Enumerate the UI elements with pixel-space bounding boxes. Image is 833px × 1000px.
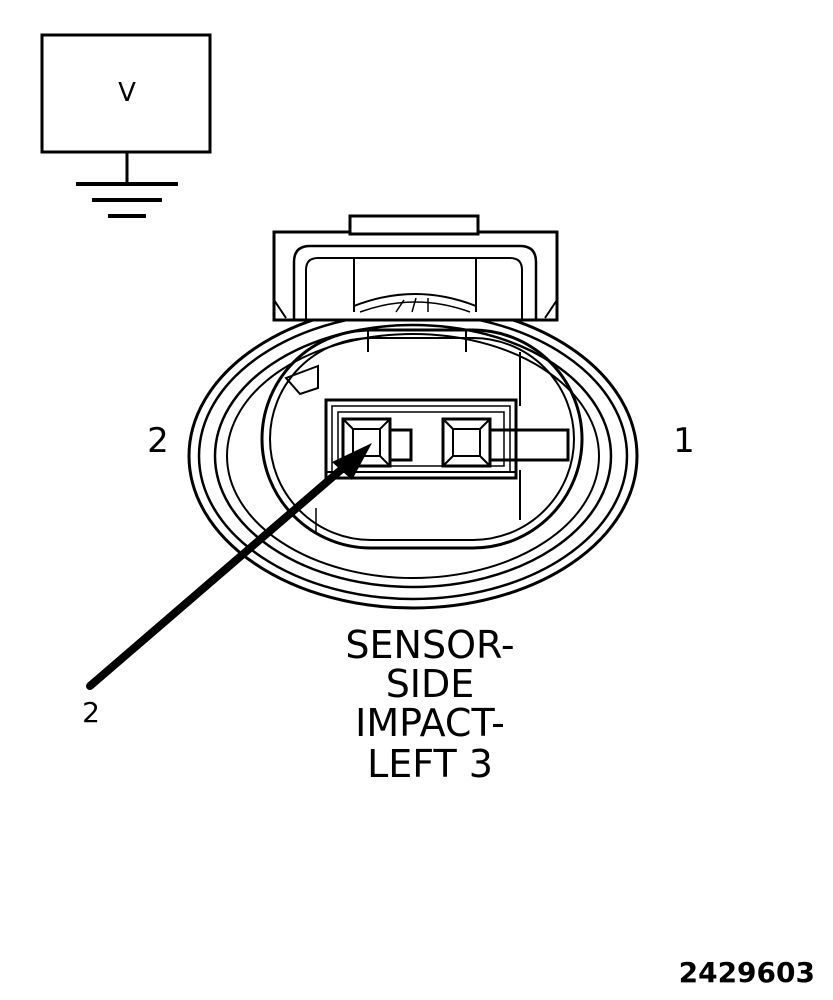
connector-outer-shell — [187, 302, 639, 610]
connector-name: SENSOR- SIDE IMPACT- LEFT 3 — [345, 623, 514, 786]
connector-face — [187, 214, 639, 610]
ground-symbol-icon — [76, 182, 178, 218]
pin-label-left: 2 — [147, 421, 169, 461]
locking-tab — [272, 214, 559, 322]
connector-name-line-1: SENSOR- — [345, 623, 514, 667]
connector-name-line-3: IMPACT- — [355, 701, 505, 745]
probe-arrow — [86, 443, 372, 690]
pin-1-terminal — [441, 417, 570, 468]
voltmeter: V — [40, 33, 212, 184]
terminal-cavity — [260, 328, 584, 550]
voltmeter-symbol: V — [118, 78, 136, 108]
figure-id: 2429603 — [679, 956, 815, 989]
connector-name-line-4: LEFT 3 — [367, 742, 493, 786]
terminal-block — [324, 398, 518, 480]
pin-label-right: 1 — [673, 421, 695, 461]
arrowhead-icon — [332, 443, 372, 480]
connector-name-line-2: SIDE — [386, 662, 475, 706]
callout-label: 2 — [82, 696, 100, 729]
